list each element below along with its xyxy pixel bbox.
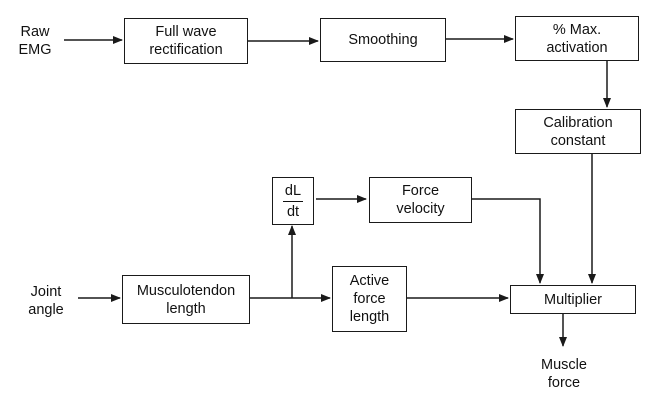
force-velocity-line-1: Force <box>401 183 440 199</box>
max-activation-block: % Max. activation <box>515 16 639 61</box>
force-velocity-block: Force velocity <box>369 177 472 223</box>
derivative-fraction: dL dt <box>282 182 304 221</box>
derivative-numerator: dL <box>282 182 304 202</box>
calibration-line-2: constant <box>550 132 606 149</box>
arrow-force-velocity-to-multiplier <box>472 198 544 284</box>
active-force-length-line-1: Active <box>349 273 390 289</box>
multiplier-text: Multiplier <box>543 291 602 308</box>
muscle-force-line-1: Muscle <box>541 357 587 373</box>
smoothing-block: Smoothing <box>320 18 446 62</box>
joint-angle-label: Joint angle <box>14 283 78 319</box>
calibration-constant-block: Calibration constant <box>515 109 641 154</box>
max-activation-line-2: activation <box>546 39 608 56</box>
force-velocity-line-2: velocity <box>396 201 445 217</box>
musculotendon-line-1: Musculotendon <box>136 282 236 299</box>
derivative-denominator: dt <box>286 203 300 220</box>
musculotendon-line-2: length <box>166 300 206 317</box>
muscle-force-label: Muscle force <box>528 356 600 392</box>
active-force-length-line-2: force <box>353 291 386 307</box>
max-activation-line-1: % Max. <box>552 21 602 38</box>
derivative-block: dL dt <box>272 177 314 225</box>
joint-angle-line-2: angle <box>28 302 64 318</box>
raw-emg-line-2: EMG <box>18 42 52 58</box>
muscle-force-line-2: force <box>547 375 581 391</box>
raw-emg-label: Raw EMG <box>6 23 64 59</box>
smoothing-text: Smoothing <box>348 32 418 48</box>
raw-emg-line-1: Raw <box>20 24 50 40</box>
calibration-line-1: Calibration <box>543 114 613 131</box>
active-force-length-block: Active force length <box>332 266 407 332</box>
musculotendon-length-block: Musculotendon length <box>122 275 250 324</box>
full-wave-line-2: rectification <box>149 42 223 58</box>
full-wave-rectification-block: Full wave rectification <box>124 18 248 64</box>
multiplier-block: Multiplier <box>510 285 636 314</box>
full-wave-line-1: Full wave <box>155 24 217 40</box>
active-force-length-line-3: length <box>349 309 390 325</box>
joint-angle-line-1: Joint <box>30 284 62 300</box>
